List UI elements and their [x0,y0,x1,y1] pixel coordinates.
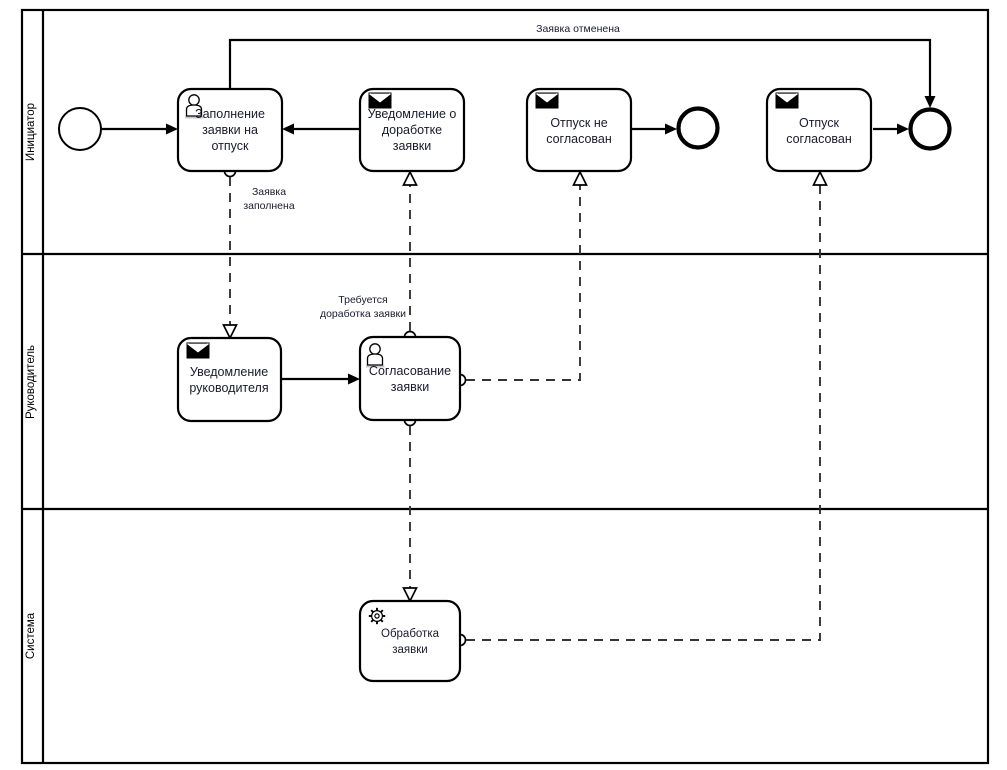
svg-text:отпуск: отпуск [212,139,250,153]
svg-text:Отпуск не: Отпуск не [550,116,607,130]
task-process-request[interactable]: Обработка заявки [358,599,462,683]
task-vacation-rejected-box[interactable] [525,87,633,173]
end-event-approved[interactable] [908,107,952,151]
svg-text:согласован: согласован [546,132,612,146]
label-rework-needed: Требуется доработка заявки [320,294,406,320]
svg-text:Уведомление о: Уведомление о [368,107,457,121]
task-manager-notice-box[interactable] [176,336,283,423]
task-vacation-approved-box[interactable] [765,87,873,173]
svg-text:Заявка отменена: Заявка отменена [536,23,620,35]
user-icon [366,343,385,368]
svg-text:согласован: согласован [786,132,852,146]
svg-text:Согласование: Согласование [369,364,451,378]
task-fill-request-box[interactable] [176,87,284,173]
svg-text:Обработка: Обработка [381,628,440,640]
svg-text:Требуется: Требуется [338,294,387,306]
envelope-icon [535,92,559,109]
message-flow-approve-to-rejected [453,170,588,387]
start-event[interactable] [58,107,102,151]
end-event-rejected[interactable] [676,106,720,150]
message-flow-approve-to-process [402,413,418,603]
svg-text:Заявка: Заявка [252,186,286,198]
svg-text:руководителя: руководителя [189,381,268,395]
svg-text:Заполнение: Заполнение [195,107,265,121]
envelope-icon [186,342,210,359]
task-approve-request-box[interactable] [358,335,462,422]
label-request-filled: Заявка заполнена [243,186,295,212]
message-flow-request-filled [222,164,238,340]
svg-text:Уведомление: Уведомление [190,365,268,379]
svg-text:Инициатор: Инициатор [25,103,37,161]
label-request-cancelled: Заявка отменена [536,23,620,35]
pool-outline [20,8,990,765]
task-rework-notice[interactable]: Уведомление о доработке заявки [358,87,466,173]
svg-text:доработка заявки: доработка заявки [320,308,406,320]
svg-text:доработке: доработке [382,123,442,137]
task-vacation-rejected[interactable]: Отпуск не согласован [525,87,633,173]
sequence-flow-approved-to-end [873,123,909,135]
task-process-request-box[interactable] [358,599,462,683]
task-vacation-approved[interactable]: Отпуск согласован [765,87,873,173]
svg-text:заявки: заявки [393,139,432,153]
task-approve-request[interactable]: Согласование заявки [358,335,462,422]
svg-text:заполнена: заполнена [243,200,295,212]
task-manager-notice[interactable]: Уведомление руководителя [176,336,283,423]
sequence-flow-start-to-fill [101,123,178,135]
lane-label-initiator: Инициатор [25,103,37,161]
svg-text:Отпуск: Отпуск [799,116,840,130]
sequence-flow-notice-to-approve [281,373,360,385]
end-event-approved-circle[interactable] [908,107,952,151]
sequence-flow-rework-to-fill [282,123,360,135]
gear-icon [368,607,386,625]
svg-text:Руководитель: Руководитель [25,345,37,419]
svg-text:заявки: заявки [392,644,427,656]
lane-label-manager: Руководитель [25,345,37,419]
user-icon [185,94,204,119]
pool-container [20,8,990,765]
message-flow-process-to-approved [453,170,828,647]
sequence-flow-rejected-to-end [630,123,677,135]
envelope-icon [775,92,799,109]
svg-text:заявки на: заявки на [202,123,258,137]
sequence-flow-cancelled [228,38,936,108]
svg-text:Система: Система [25,612,37,659]
start-event-circle[interactable] [58,107,102,151]
envelope-icon [368,92,392,109]
task-rework-notice-box[interactable] [358,87,466,173]
lane-label-system: Система [25,612,37,659]
task-fill-request[interactable]: Заполнение заявки на отпуск [176,87,284,173]
svg-text:заявки: заявки [391,380,430,394]
end-event-rejected-circle[interactable] [676,106,720,150]
